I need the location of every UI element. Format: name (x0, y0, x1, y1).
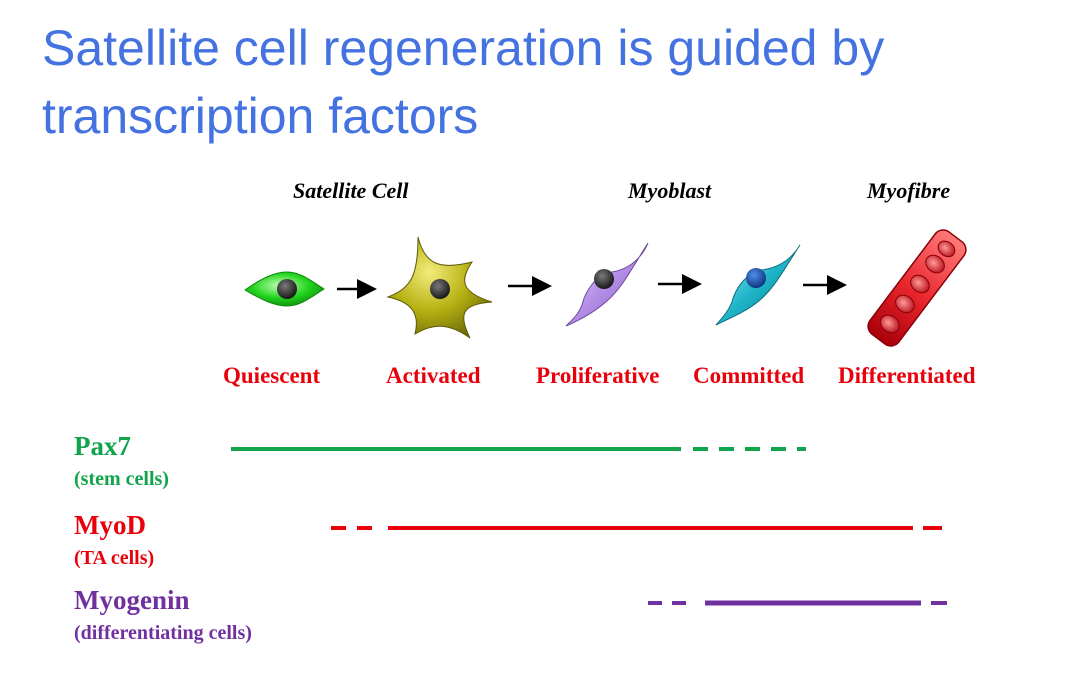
factor-name-myogenin: Myogenin (74, 585, 190, 615)
factor-description-pax7: (stem cells) (74, 468, 169, 490)
committed-cell-icon (715, 244, 801, 326)
slide-title: Satellite cell regeneration is guided by… (42, 20, 885, 144)
stage-label-satellite-cell: Satellite Cell (293, 178, 409, 203)
state-label-differentiated: Differentiated (838, 363, 976, 388)
activated-cell-icon (386, 236, 493, 339)
stage-label-myofibre: Myofibre (867, 178, 951, 203)
stage-label-myoblast: Myoblast (628, 178, 712, 203)
state-label-committed: Committed (693, 363, 805, 388)
factor-name-pax7: Pax7 (74, 431, 131, 461)
factor-description-myod: (TA cells) (74, 547, 155, 569)
state-label-proliferative: Proliferative (536, 363, 660, 388)
proliferative-cell-icon (565, 242, 649, 327)
state-label-quiescent: Quiescent (223, 363, 321, 388)
factor-description-myogenin: (differentiating cells) (74, 622, 252, 644)
quiescent-cell-icon (244, 271, 325, 307)
state-label-activated: Activated (386, 363, 481, 388)
myofibre-icon (867, 229, 967, 347)
factor-name-myod: MyoD (74, 510, 146, 540)
